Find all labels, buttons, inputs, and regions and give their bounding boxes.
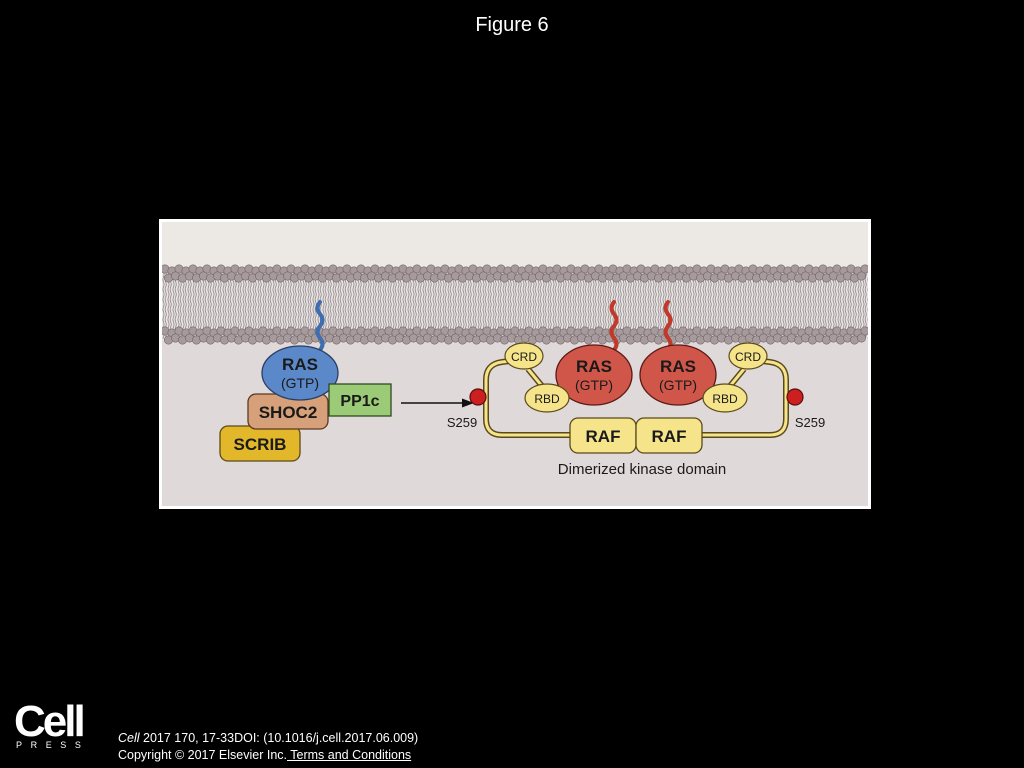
s259-label-right: S259 (795, 415, 825, 430)
shoc2-box: SHOC2 (247, 393, 329, 430)
citation-line: Cell 2017 170, 17-33DOI: (10.1016/j.cell… (118, 730, 418, 747)
scrib-box: SCRIB (219, 425, 301, 462)
ras-state-dimer-left: (GTP) (575, 377, 613, 393)
ras-label-left-complex: RAS (282, 355, 318, 374)
pp1c-label: PP1c (340, 393, 379, 410)
transition-arrow (401, 398, 474, 408)
membrane-lower-heads (162, 326, 868, 345)
copyright-text: Copyright © 2017 Elsevier Inc. (118, 748, 288, 762)
pp1c-box: PP1c (328, 383, 392, 417)
cell-press-logo: Cell PRESS (14, 700, 86, 752)
citation-block: Cell 2017 170, 17-33DOI: (10.1016/j.cell… (118, 730, 418, 764)
raf-box-right: RAF (635, 417, 703, 454)
lipid-bilayer (162, 264, 868, 345)
rbd-label-left: RBD (534, 392, 560, 406)
ras-label-dimer-right: RAS (660, 357, 696, 376)
crd-label-left: CRD (511, 350, 537, 364)
phospho-site-left (469, 388, 487, 406)
journal-name: Cell (118, 731, 140, 745)
lipid-head (856, 333, 866, 343)
raf-label-right: RAF (652, 427, 687, 446)
dimerized-kinase-caption: Dimerized kinase domain (558, 461, 726, 478)
ras-anchor-blue (315, 300, 325, 352)
ras-anchor-red-left (609, 300, 619, 352)
signaling-diagram: SCRIB SHOC2 RAS (GTP) PP1c (162, 222, 868, 506)
page-title: Figure 6 (475, 14, 549, 36)
ras-label-dimer-left: RAS (576, 357, 612, 376)
s259-label-left: S259 (447, 415, 477, 430)
rbd-left: RBD (524, 383, 570, 413)
crd-rbd-link-left (526, 368, 544, 387)
ras-state-left-complex: (GTP) (281, 375, 319, 391)
crd-right: CRD (728, 342, 768, 370)
raf-linker-right (702, 358, 788, 437)
figure-panel: SCRIB SHOC2 RAS (GTP) PP1c (159, 219, 871, 509)
citation-details: 2017 170, 17-33DOI: (10.1016/j.cell.2017… (139, 731, 419, 745)
terms-link[interactable]: Terms and Conditions (287, 748, 412, 762)
raf-label-left: RAF (586, 427, 621, 446)
crd-left: CRD (504, 342, 544, 370)
shoc2-label: SHOC2 (259, 403, 318, 422)
ras-anchor-red-right (663, 300, 673, 352)
rbd-right: RBD (702, 383, 748, 413)
ras-gtp-red-left: RAS (GTP) (555, 344, 633, 406)
membrane-upper-heads (162, 264, 868, 283)
lipid-head (856, 271, 866, 281)
copyright-line: Copyright © 2017 Elsevier Inc. Terms and… (118, 747, 418, 764)
crd-label-right: CRD (735, 350, 761, 364)
scrib-label: SCRIB (234, 435, 287, 454)
rbd-label-right: RBD (712, 392, 738, 406)
ras-state-dimer-right: (GTP) (659, 377, 697, 393)
logo-press: PRESS (16, 740, 90, 750)
crd-rbd-link-right (728, 368, 746, 387)
logo-word: Cell (14, 697, 86, 746)
raf-box-left: RAF (569, 417, 637, 454)
ras-gtp-blue: RAS (GTP) (261, 345, 339, 401)
ras-gtp-red-right: RAS (GTP) (639, 344, 717, 406)
phospho-site-right (786, 388, 804, 406)
